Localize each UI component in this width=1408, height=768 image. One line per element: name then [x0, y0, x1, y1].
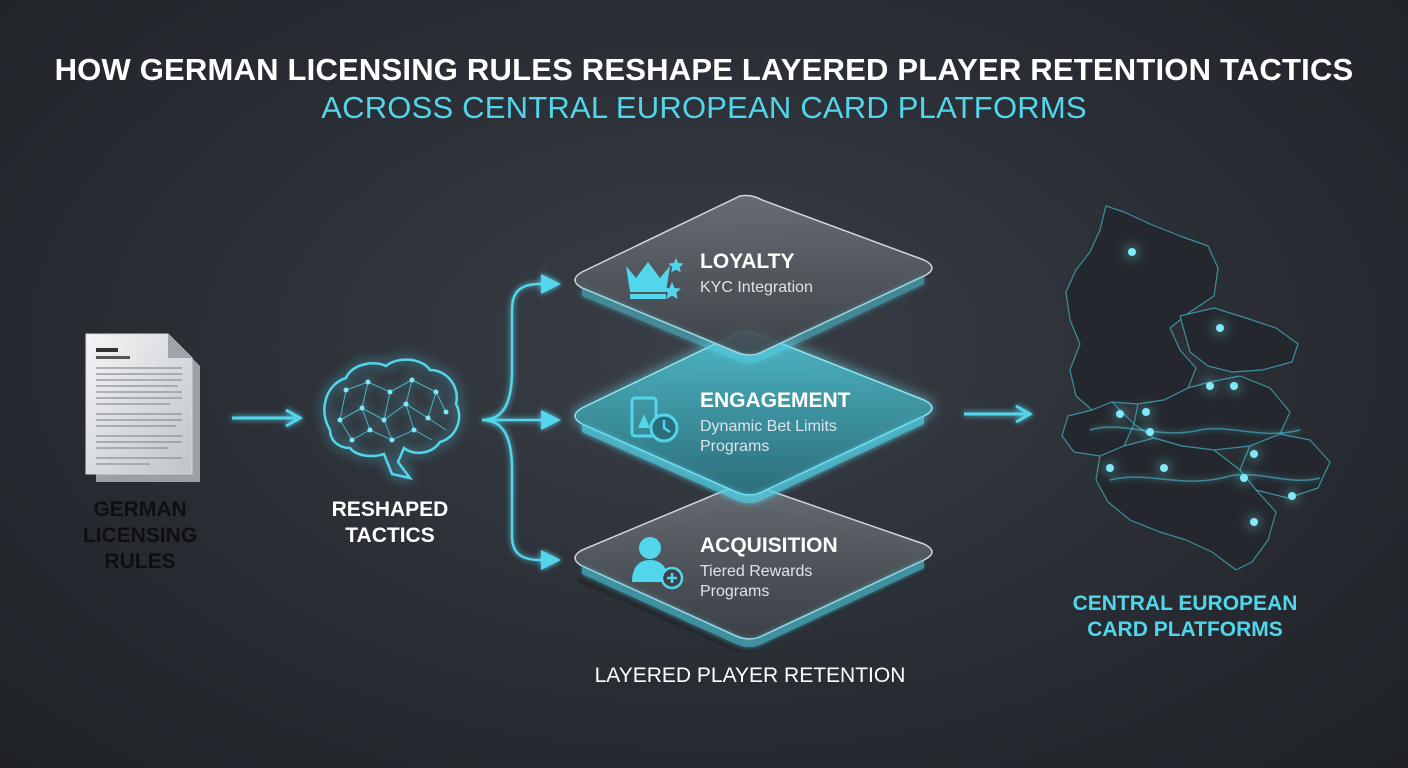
central-europe-map-icon — [1061, 205, 1331, 571]
layer-engagement-title: ENGAGEMENT — [700, 389, 851, 412]
map-region-czechia — [1179, 307, 1299, 373]
layer-acquisition: ACQUISITION Tiered Rewards Programs — [700, 534, 838, 602]
branch-connectors — [481, 274, 561, 570]
layer-acquisition-sub: Tiered Rewards Programs — [700, 563, 813, 600]
crown-stars-icon — [626, 258, 684, 300]
document-label: GERMAN LICENSING RULES — [82, 498, 198, 573]
layer-engagement: ENGAGEMENT Dynamic Bet Limits Programs — [700, 389, 851, 457]
layer-loyalty-sub: KYC Integration — [700, 279, 813, 296]
layer-acquisition-plate — [574, 482, 933, 652]
layer-loyalty: LOYALTY KYC Integration — [700, 250, 813, 298]
stack-label: LAYERED PLAYER RETENTION — [594, 664, 906, 687]
map-label: CENTRAL EUROPEAN CARD PLATFORMS — [1072, 592, 1298, 641]
brain-label: RESHAPED TACTICS — [331, 498, 449, 547]
map-region-south — [1095, 437, 1277, 571]
layer-loyalty-title: LOYALTY — [700, 250, 795, 273]
bet-timer-icon — [630, 396, 679, 443]
user-add-icon — [632, 537, 684, 590]
map-region-germany — [1065, 205, 1219, 411]
page-title: HOW GERMAN LICENSING RULES RESHAPE LAYER… — [54, 52, 1354, 87]
layer-acquisition-title: ACQUISITION — [700, 534, 838, 557]
layer-loyalty-plate — [574, 194, 933, 363]
arrow-doc-to-brain — [232, 408, 304, 428]
document-icon — [85, 333, 200, 482]
layer-engagement-sub: Dynamic Bet Limits Programs — [700, 418, 837, 455]
arrow-stack-to-map — [964, 404, 1034, 424]
brain-icon — [323, 358, 461, 480]
page-subtitle: ACROSS CENTRAL EUROPEAN CARD PLATFORMS — [321, 90, 1087, 125]
